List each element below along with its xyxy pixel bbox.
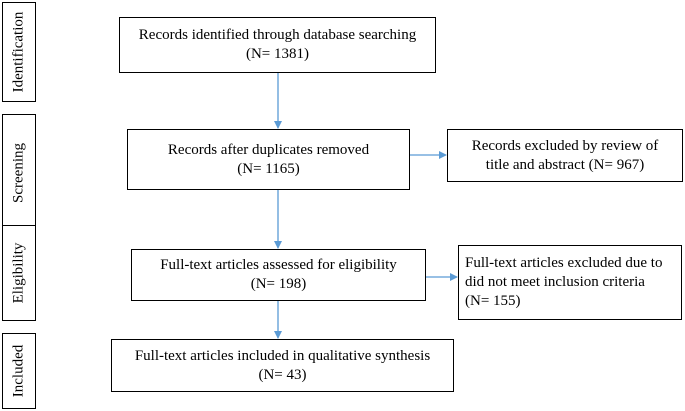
after-duplicates-count: (N= 1165) — [237, 160, 300, 177]
excluded-title-abstract-line2: title and abstract (N= 967) — [485, 156, 645, 173]
fulltext-included-count: (N= 43) — [258, 366, 307, 383]
fulltext-included-text: Full-text articles included in qualitati… — [134, 347, 431, 364]
stage-identification-label: Identification — [10, 11, 27, 93]
fulltext-excluded-line2: did not meet inclusion criteria — [465, 274, 645, 290]
records-identified-count: (N= 1381) — [245, 46, 310, 62]
fulltext-excluded-count: (N= 155) — [465, 293, 521, 309]
box-records-excluded-title-abstract: Records excluded by review of title and … — [447, 129, 683, 182]
fulltext-assessed-count: (N= 198) — [250, 276, 307, 292]
excluded-title-abstract-line1: Records excluded by review of — [471, 137, 659, 154]
box-fulltext-assessed: Full-text articles assessed for eligibil… — [131, 249, 426, 301]
records-identified-text: Records identified through database sear… — [138, 27, 417, 43]
box-fulltext-included: Full-text articles included in qualitati… — [111, 339, 454, 392]
box-records-after-duplicates: Records after duplicates removed (N= 116… — [127, 129, 410, 190]
after-duplicates-text: Records after duplicates removed — [167, 141, 370, 158]
stage-eligibility: Eligibility — [2, 225, 36, 321]
stage-identification: Identification — [2, 2, 36, 102]
fulltext-excluded-line1: Full-text articles excluded due to — [465, 255, 663, 271]
stage-screening-label: Screening — [10, 143, 27, 203]
stage-included-label: Included — [10, 344, 27, 398]
box-fulltext-excluded: Full-text articles excluded due to did n… — [458, 245, 682, 320]
stage-included: Included — [2, 333, 36, 409]
stage-screening: Screening — [2, 114, 36, 232]
stage-eligibility-label: Eligibility — [10, 242, 27, 304]
fulltext-assessed-text: Full-text articles assessed for eligibil… — [160, 257, 397, 273]
box-records-identified: Records identified through database sear… — [119, 17, 436, 73]
